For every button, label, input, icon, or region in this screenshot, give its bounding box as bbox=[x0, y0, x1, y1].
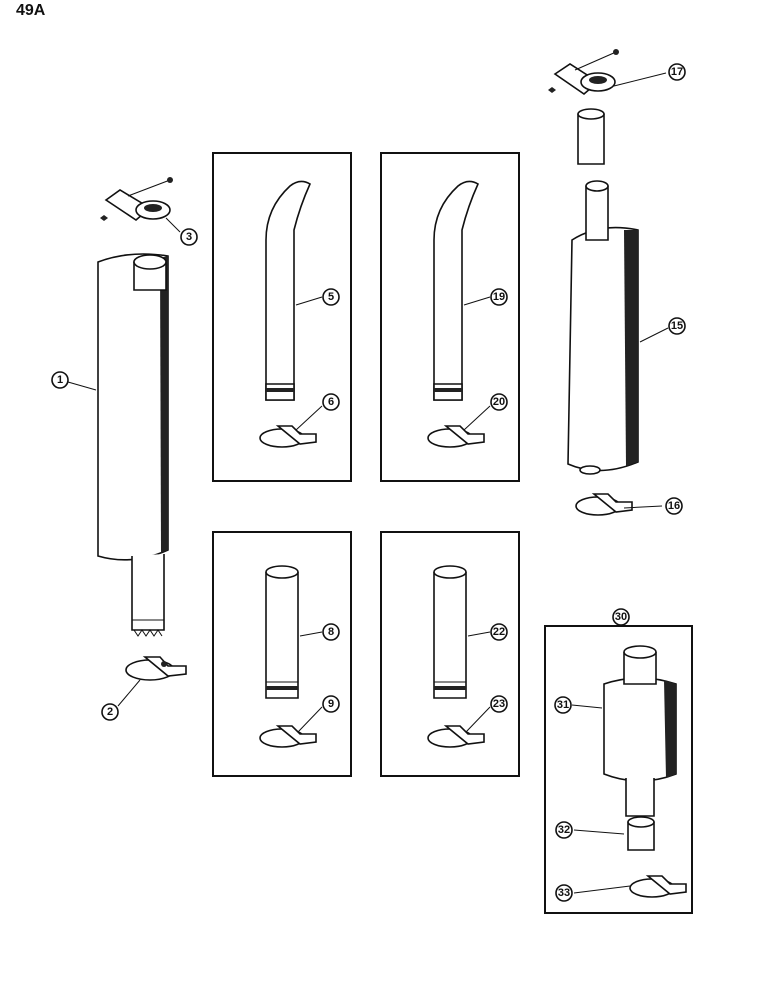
straight-pipe-22 bbox=[433, 565, 467, 699]
callout-15: 15 bbox=[668, 317, 686, 335]
vertical-pipe-5 bbox=[265, 180, 312, 401]
clamp-23 bbox=[427, 725, 485, 748]
page-label: 49A bbox=[16, 2, 46, 19]
panel-vertical-pipe-19 bbox=[380, 152, 520, 482]
panel-straight-pipe-22 bbox=[380, 531, 520, 777]
svg-text:5: 5 bbox=[328, 291, 334, 303]
clamp-33 bbox=[629, 875, 687, 898]
svg-text:19: 19 bbox=[493, 291, 505, 303]
callout-9: 9 bbox=[322, 695, 340, 713]
svg-text:20: 20 bbox=[493, 396, 505, 408]
svg-text:32: 32 bbox=[558, 824, 570, 836]
svg-text:23: 23 bbox=[493, 698, 505, 710]
clamp-16 bbox=[575, 493, 633, 516]
svg-text:8: 8 bbox=[328, 626, 334, 638]
callout-22: 22 bbox=[490, 623, 508, 641]
callout-2: 2 bbox=[101, 703, 119, 721]
rain-cap-3 bbox=[100, 177, 173, 222]
callout-6: 6 bbox=[322, 393, 340, 411]
callout-30: 30 bbox=[612, 608, 630, 626]
callout-17: 17 bbox=[668, 63, 686, 81]
rain-cap-17 bbox=[548, 49, 619, 96]
callout-3: 3 bbox=[180, 228, 198, 246]
svg-text:16: 16 bbox=[668, 500, 680, 512]
callout-19: 19 bbox=[490, 288, 508, 306]
clamp-2 bbox=[125, 656, 187, 681]
svg-text:15: 15 bbox=[671, 320, 683, 332]
pipe-17-section bbox=[577, 108, 605, 165]
svg-text:30: 30 bbox=[615, 611, 627, 623]
panel-vertical-pipe-5 bbox=[212, 152, 352, 482]
svg-text:31: 31 bbox=[557, 699, 569, 711]
svg-text:2: 2 bbox=[107, 706, 113, 718]
callout-23: 23 bbox=[490, 695, 508, 713]
vertical-pipe-19 bbox=[433, 180, 480, 401]
round-muffler-15 bbox=[567, 180, 639, 475]
straight-pipe-8 bbox=[265, 565, 299, 699]
clamp-9 bbox=[259, 725, 317, 748]
sleeve-32 bbox=[627, 816, 655, 851]
svg-text:3: 3 bbox=[186, 231, 192, 243]
callout-5: 5 bbox=[322, 288, 340, 306]
callout-33: 33 bbox=[555, 884, 573, 902]
panel-straight-pipe-8 bbox=[212, 531, 352, 777]
callout-16: 16 bbox=[665, 497, 683, 515]
svg-text:9: 9 bbox=[328, 698, 334, 710]
panel-muffler-kit-30 bbox=[544, 625, 693, 914]
svg-text:22: 22 bbox=[493, 626, 505, 638]
muffler-31 bbox=[603, 645, 677, 817]
svg-text:1: 1 bbox=[57, 374, 63, 386]
svg-text:33: 33 bbox=[558, 887, 570, 899]
clamp-6 bbox=[259, 425, 317, 448]
oval-muffler bbox=[97, 253, 169, 637]
callout-32: 32 bbox=[555, 821, 573, 839]
callout-31: 31 bbox=[554, 696, 572, 714]
callout-20: 20 bbox=[490, 393, 508, 411]
leader-lines bbox=[67, 72, 669, 894]
callout-8: 8 bbox=[322, 623, 340, 641]
svg-text:6: 6 bbox=[328, 396, 334, 408]
callout-1: 1 bbox=[51, 371, 69, 389]
svg-text:17: 17 bbox=[671, 66, 683, 78]
clamp-20 bbox=[427, 425, 485, 448]
